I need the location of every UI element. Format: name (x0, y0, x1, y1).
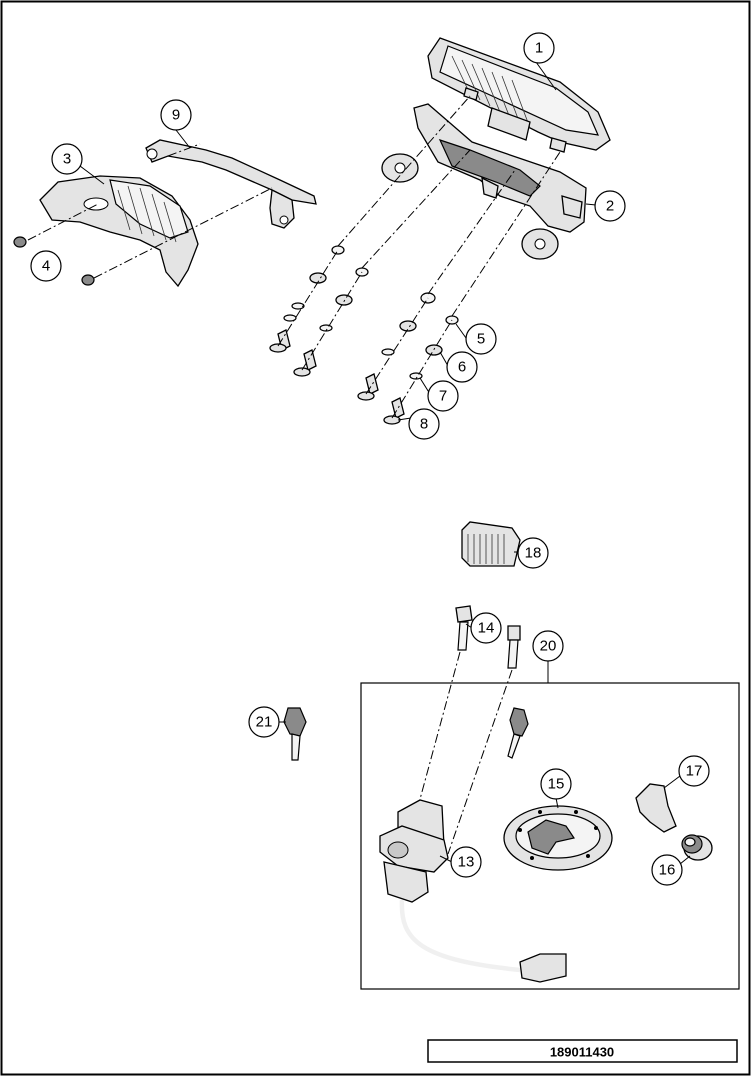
callout-13-label: 13 (458, 854, 475, 871)
callout-20: 20 (532, 630, 564, 662)
screws-part (13, 236, 95, 286)
callout-1: 1 (523, 32, 555, 64)
key-part (283, 707, 307, 761)
document-number-box: 189011430 (427, 1039, 738, 1063)
callout-15: 15 (540, 768, 572, 800)
fastener-stack (269, 245, 459, 425)
callout-17-label: 17 (686, 763, 703, 780)
callout-17: 17 (678, 755, 710, 787)
callout-7-label: 7 (439, 388, 447, 405)
bracket-arm-part (145, 139, 317, 229)
alignment-lines-upper (27, 95, 561, 419)
callout-7: 7 (427, 380, 459, 412)
callout-20-label: 20 (540, 638, 557, 655)
callout-6-label: 6 (458, 359, 466, 376)
callout-2: 2 (594, 190, 626, 222)
callout-15-label: 15 (548, 776, 565, 793)
clip-part (635, 783, 677, 833)
callout-5-label: 5 (477, 331, 485, 348)
ignition-lock-part (379, 799, 567, 983)
callout-1-label: 1 (535, 40, 543, 57)
callout-8-label: 8 (420, 416, 428, 433)
callout-8: 8 (408, 408, 440, 440)
callout-18: 18 (517, 537, 549, 569)
callout-13: 13 (450, 846, 482, 878)
callout-5: 5 (465, 323, 497, 355)
callout-4: 4 (30, 250, 62, 282)
tank-cap-part (503, 805, 613, 871)
leader-lines (79, 47, 691, 865)
callout-3-label: 3 (63, 151, 71, 168)
washer-set-mid-left (293, 267, 369, 377)
callout-14-label: 14 (478, 620, 495, 637)
callout-9: 9 (160, 99, 192, 131)
callout-6: 6 (446, 351, 478, 383)
callout-16: 16 (651, 854, 683, 886)
callout-2-label: 2 (606, 198, 614, 215)
callout-16-label: 16 (659, 862, 676, 879)
key-in-kit (507, 707, 529, 759)
callout-4-label: 4 (42, 258, 50, 275)
cover-part (39, 175, 199, 288)
document-number: 189011430 (550, 1045, 614, 1060)
callout-21-label: 21 (256, 714, 273, 731)
callout-9-label: 9 (172, 107, 180, 124)
callout-18-label: 18 (525, 545, 542, 562)
connector-block-part (461, 521, 521, 567)
callout-3: 3 (51, 143, 83, 175)
washer-set-left (269, 245, 345, 353)
callout-21: 21 (248, 706, 280, 738)
lock-cylinder-part (681, 834, 713, 861)
cluster-bracket-part (381, 103, 587, 260)
kit-frame (360, 682, 740, 990)
instrument-cluster-part (427, 37, 611, 153)
callout-14: 14 (470, 612, 502, 644)
